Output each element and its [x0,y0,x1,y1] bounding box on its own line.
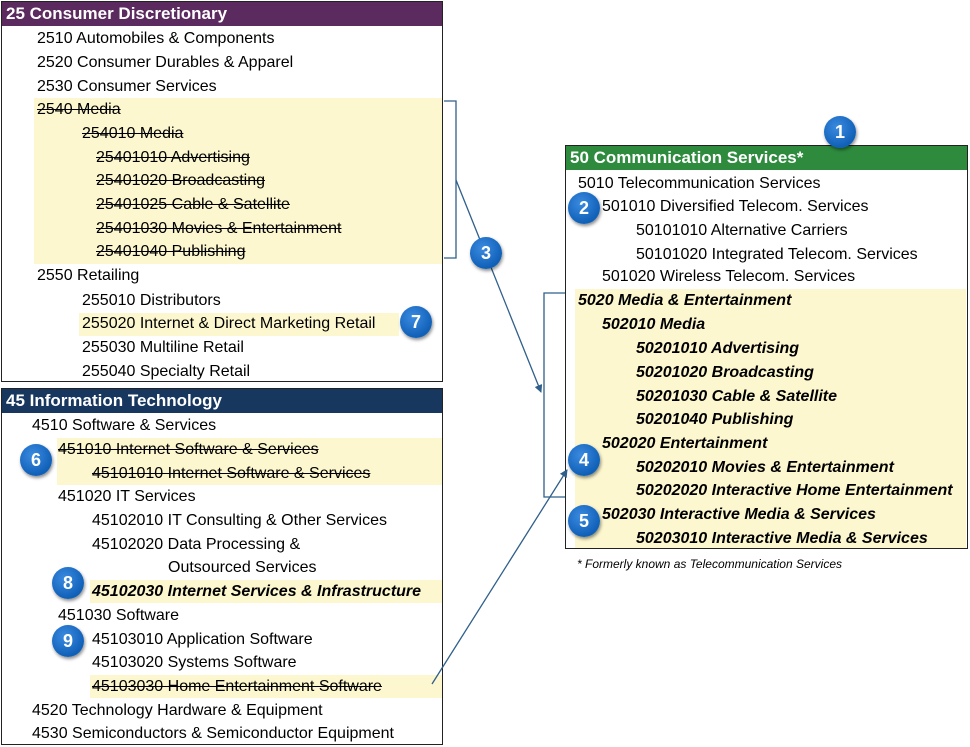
list-item: 45103030 Home Entertainment Software [92,678,382,695]
list-item: 255010 Distributors [82,292,221,309]
list-item: 501020 Wireless Telecom. Services [602,268,856,285]
list-item: 2520 Consumer Durables & Apparel [37,54,294,71]
list-item: 4510 Software & Services [32,417,217,434]
list-item: 451020 IT Services [58,488,196,505]
list-item: 50101020 Integrated Telecom. Services [636,246,918,263]
list-item: 45101010 Internet Software & Services [92,465,371,482]
list-item: 502010 Media [602,316,706,333]
information-technology-header: 45 Information Technology [2,389,442,413]
home-entertainment-highlight [90,675,442,698]
badge-7: 7 [400,306,432,338]
list-item: 50202010 Movies & Entertainment [636,459,894,476]
list-item: 502030 Interactive Media & Services [602,506,876,523]
badge-4: 4 [568,444,600,476]
list-item: 5020 Media & Entertainment [578,292,792,309]
media-move-arrow [455,179,543,393]
consumer-discretionary-panel: 25 Consumer Discretionary 2510 Automobil… [1,1,443,382]
badge-1: 1 [824,116,856,148]
list-item: 502020 Entertainment [602,435,768,452]
list-item: 50203010 Interactive Media & Services [636,530,928,547]
list-item: 254010 Media [82,125,184,142]
list-item: 4520 Technology Hardware & Equipment [32,702,323,719]
media-bracket [444,100,457,259]
internet-services-highlight [90,580,442,603]
information-technology-panel: 45 Information Technology 4510 Software … [1,388,443,745]
badge-6: 6 [20,444,52,476]
list-item: 45103020 Systems Software [92,654,297,671]
media-entertainment-bracket [543,292,565,498]
list-item: 451010 Internet Software & Services [58,441,319,458]
list-item: 2540 Media [37,101,121,118]
list-item: 50202020 Interactive Home Entertainment [636,482,953,499]
list-item: 50201010 Advertising [636,340,800,357]
media-highlight [34,98,442,264]
list-item: 45102020 Data Processing & [92,536,301,553]
badge-8: 8 [52,567,84,599]
badge-9: 9 [52,625,84,657]
list-item: 45102010 IT Consulting & Other Services [92,512,387,529]
list-item: 255020 Internet & Direct Marketing Retai… [82,315,376,332]
list-item: 255040 Specialty Retail [82,363,251,380]
list-item: 2530 Consumer Services [37,78,217,95]
list-item: 5010 Telecommunication Services [578,175,821,192]
list-item: 4530 Semiconductors & Semiconductor Equi… [32,725,394,742]
list-item: 45103010 Application Software [92,631,313,648]
communication-services-header: 50 Communication Services* [566,146,967,170]
badge-5: 5 [568,505,600,537]
list-item: 255030 Multiline Retail [82,339,244,356]
media-entertainment-highlight [575,289,966,548]
footnote: * Formerly known as Telecommunication Se… [577,557,842,571]
home-entertainment-move-arrow [431,469,568,685]
list-item: 45102030 Internet Services & Infrastruct… [92,583,422,600]
list-item: 2510 Automobiles & Components [37,30,275,47]
list-item: 501010 Diversified Telecom. Services [602,198,869,215]
badge-3: 3 [470,237,502,269]
internet-retail-highlight [79,313,399,336]
list-item: 25401010 Advertising [96,149,250,166]
list-item: 50201030 Cable & Satellite [636,388,838,405]
list-item: 451030 Software [58,607,179,624]
communication-services-panel: 50 Communication Services* 5010 Telecomm… [565,145,968,549]
list-item: 50201040 Publishing [636,411,794,428]
consumer-discretionary-header: 25 Consumer Discretionary [2,2,442,26]
list-item: 25401020 Broadcasting [96,172,266,189]
badge-2: 2 [568,192,600,224]
list-item: 2550 Retailing [37,267,140,284]
list-item: 50201020 Broadcasting [636,364,814,381]
internet-software-highlight [57,438,442,485]
list-item: 50101010 Alternative Carriers [636,222,848,239]
list-item: 25401025 Cable & Satellite [96,196,290,213]
list-item: Outsourced Services [168,559,317,576]
list-item: 25401040 Publishing [96,243,246,260]
list-item: 25401030 Movies & Entertainment [96,220,342,237]
